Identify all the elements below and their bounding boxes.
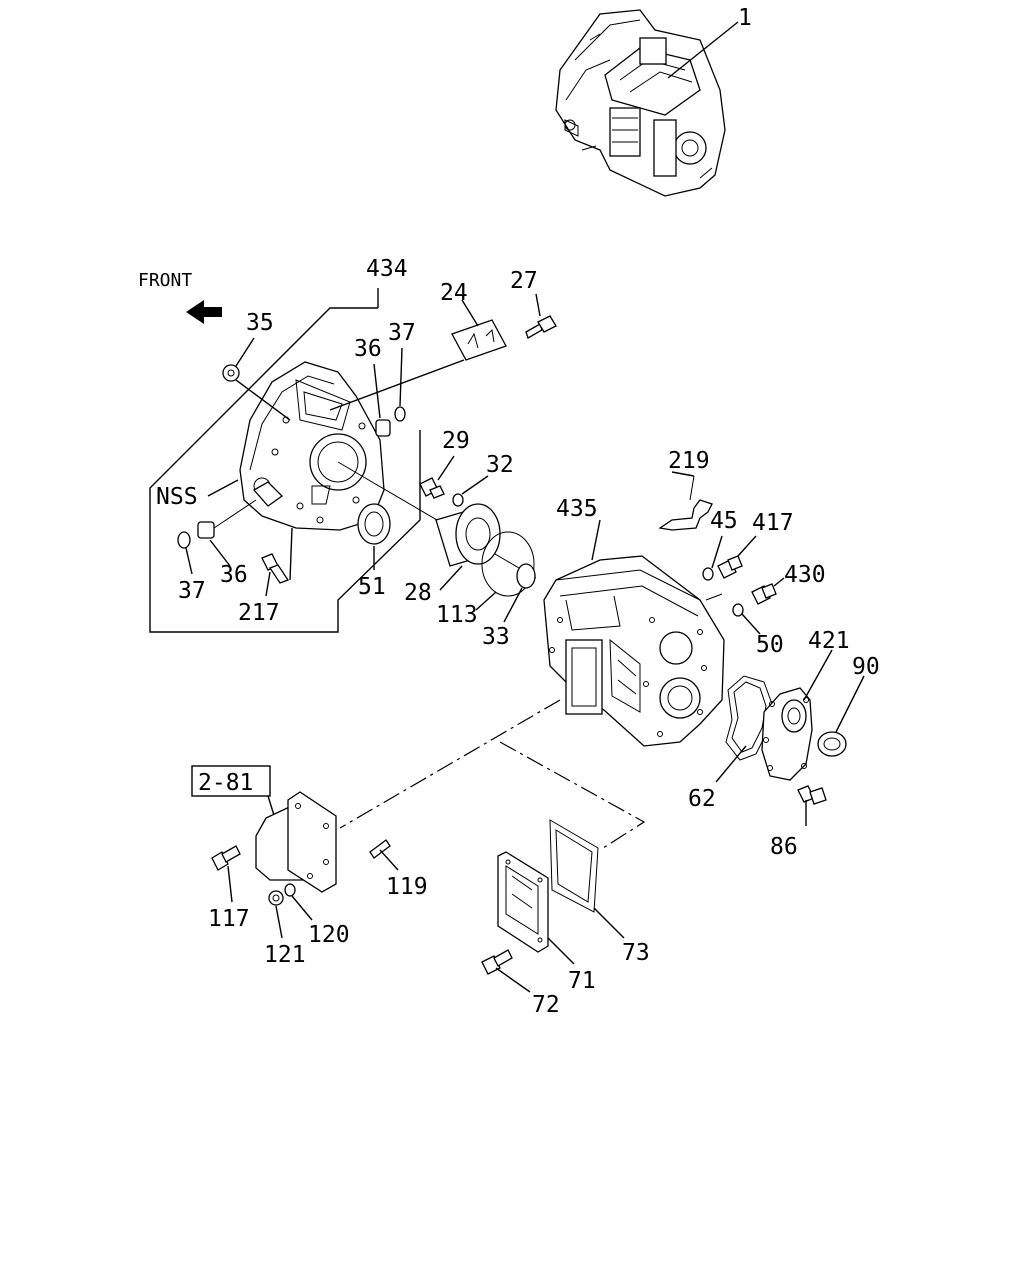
callout-36-lower: 36 xyxy=(220,562,248,588)
callout-27: 27 xyxy=(510,268,538,294)
assembly-line-pto xyxy=(339,699,561,829)
washer-45-drawing xyxy=(702,567,714,581)
washer-32-drawing xyxy=(452,493,464,507)
callout-37-upper: 37 xyxy=(388,320,416,346)
ring-37-lower-drawing xyxy=(177,531,191,549)
callout-51: 51 xyxy=(358,574,386,600)
callout-120: 120 xyxy=(308,922,350,948)
bolt-72-drawing xyxy=(481,949,513,975)
callout-33: 33 xyxy=(482,624,510,650)
callout-113: 113 xyxy=(436,602,478,628)
callout-1: 1 xyxy=(738,5,752,31)
callout-121: 121 xyxy=(264,942,306,968)
reference-box-2-81 xyxy=(191,765,271,797)
washer-50-drawing xyxy=(732,603,744,617)
transmission-case-drawing xyxy=(543,555,725,747)
cover-421-drawing xyxy=(761,687,813,781)
bolt-86-drawing xyxy=(797,785,827,805)
callout-217: 217 xyxy=(238,600,280,626)
callout-62: 62 xyxy=(688,786,716,812)
callout-32: 32 xyxy=(486,452,514,478)
screw-27-drawing xyxy=(525,315,557,339)
callout-117: 117 xyxy=(208,906,250,932)
callout-37-lower: 37 xyxy=(178,578,206,604)
callout-35: 35 xyxy=(246,310,274,336)
front-label: FRONT xyxy=(138,270,192,291)
name-plate-drawing xyxy=(451,319,507,361)
callout-24: 24 xyxy=(440,280,468,306)
leader-1 xyxy=(667,21,739,79)
bushing-36-upper-drawing xyxy=(375,419,391,437)
stud-119-drawing xyxy=(369,839,391,859)
callout-90: 90 xyxy=(852,654,880,680)
callout-29: 29 xyxy=(442,428,470,454)
callout-119: 119 xyxy=(386,874,428,900)
clutch-housing-drawing xyxy=(239,361,385,531)
bolt-217-drawing xyxy=(261,553,289,584)
callout-73: 73 xyxy=(622,940,650,966)
gasket-73-drawing xyxy=(549,819,599,913)
transmission-assembly-drawing xyxy=(555,9,726,197)
callout-430: 430 xyxy=(784,562,826,588)
bracket-219-drawing xyxy=(658,499,713,531)
cover-71-drawing xyxy=(497,851,549,953)
seal-51-drawing xyxy=(357,503,391,545)
callout-219: 219 xyxy=(668,448,710,474)
callout-36-upper: 36 xyxy=(354,336,382,362)
callout-71: 71 xyxy=(568,968,596,994)
callout-435: 435 xyxy=(556,496,598,522)
bolt-417-drawing xyxy=(717,555,743,579)
front-arrow-icon xyxy=(186,300,222,324)
callout-nss: NSS xyxy=(156,484,198,510)
bearing-retainer-28-drawing xyxy=(435,503,501,567)
washer-120-drawing xyxy=(284,883,296,897)
nut-121-drawing xyxy=(268,890,284,906)
ring-37-upper-drawing xyxy=(394,406,406,422)
callout-50: 50 xyxy=(756,632,784,658)
nut-35-drawing xyxy=(222,364,240,382)
callout-86: 86 xyxy=(770,834,798,860)
pto-cover-drawing xyxy=(255,791,337,893)
callout-417: 417 xyxy=(752,510,794,536)
plug-430-drawing xyxy=(751,583,777,605)
seal-90-drawing xyxy=(817,731,847,757)
callout-421: 421 xyxy=(808,628,850,654)
callout-72: 72 xyxy=(532,992,560,1018)
callout-2-81: 2-81 xyxy=(198,770,253,796)
callout-28: 28 xyxy=(404,580,432,606)
callout-434: 434 xyxy=(366,256,408,282)
ring-33-drawing xyxy=(516,563,536,589)
bushing-36-lower-drawing xyxy=(197,521,215,539)
bolt-29-drawing xyxy=(419,477,445,499)
gasket-113-drawing xyxy=(481,531,535,597)
group-434-bracket xyxy=(149,307,421,633)
bolt-117-drawing xyxy=(211,845,241,871)
callout-45: 45 xyxy=(710,508,738,534)
assembly-line-cover xyxy=(499,741,646,851)
